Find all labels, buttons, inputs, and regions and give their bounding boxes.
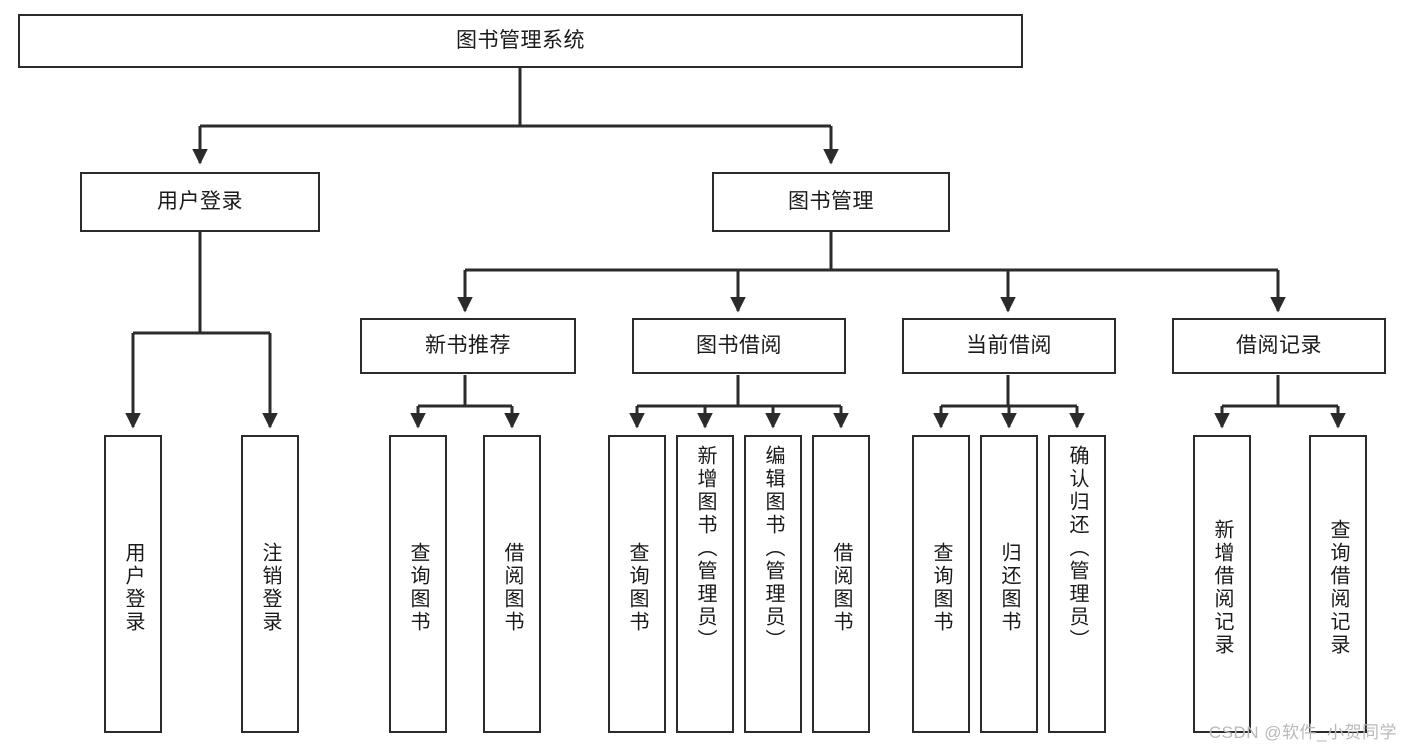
node-current-borrow[interactable]: 当前借阅 <box>902 318 1116 374</box>
node-leaf-query-book-2[interactable]: 查询图书 <box>608 435 666 733</box>
node-leaf-add-record-label: 新增借阅记录 <box>1211 519 1233 657</box>
node-leaf-add-book-label: 新增图书（管理员） <box>694 445 716 652</box>
node-leaf-query-record[interactable]: 查询借阅记录 <box>1309 435 1367 733</box>
node-leaf-logout-label: 注销登录 <box>259 542 281 634</box>
node-leaf-query-book-1[interactable]: 查询图书 <box>389 435 447 733</box>
node-leaf-add-record[interactable]: 新增借阅记录 <box>1193 435 1251 733</box>
node-leaf-confirm-return[interactable]: 确认归还（管理员） <box>1048 435 1106 733</box>
node-book-borrow[interactable]: 图书借阅 <box>632 318 846 374</box>
watermark-text: CSDN @软件_小贺同学 <box>1208 723 1397 742</box>
node-leaf-return-book-label: 归还图书 <box>998 542 1020 634</box>
node-root[interactable]: 图书管理系统 <box>18 14 1023 68</box>
node-leaf-add-book[interactable]: 新增图书（管理员） <box>676 435 734 733</box>
node-leaf-query-book-3-label: 查询图书 <box>930 542 952 634</box>
node-leaf-query-book-2-label: 查询图书 <box>626 542 648 634</box>
node-borrow-record-label: 借阅记录 <box>1236 333 1322 357</box>
node-user-login[interactable]: 用户登录 <box>80 172 320 232</box>
node-leaf-return-book[interactable]: 归还图书 <box>980 435 1038 733</box>
node-leaf-user-login[interactable]: 用户登录 <box>104 435 162 733</box>
node-leaf-confirm-return-label: 确认归还（管理员） <box>1066 445 1088 652</box>
node-leaf-edit-book-label: 编辑图书（管理员） <box>762 445 784 652</box>
node-leaf-borrow-book-2-label: 借阅图书 <box>830 542 852 634</box>
node-borrow-record[interactable]: 借阅记录 <box>1172 318 1386 374</box>
node-leaf-user-login-label: 用户登录 <box>122 542 144 634</box>
node-leaf-borrow-book-1[interactable]: 借阅图书 <box>483 435 541 733</box>
node-new-book-recommend-label: 新书推荐 <box>425 333 511 357</box>
node-book-management[interactable]: 图书管理 <box>712 172 950 232</box>
node-leaf-edit-book[interactable]: 编辑图书（管理员） <box>744 435 802 733</box>
node-book-borrow-label: 图书借阅 <box>696 333 782 357</box>
node-leaf-query-book-1-label: 查询图书 <box>407 542 429 634</box>
node-new-book-recommend[interactable]: 新书推荐 <box>360 318 576 374</box>
node-book-management-label: 图书管理 <box>788 189 874 213</box>
node-leaf-logout[interactable]: 注销登录 <box>241 435 299 733</box>
node-current-borrow-label: 当前借阅 <box>966 333 1052 357</box>
node-leaf-query-book-3[interactable]: 查询图书 <box>912 435 970 733</box>
node-user-login-label: 用户登录 <box>157 189 243 213</box>
node-leaf-borrow-book-1-label: 借阅图书 <box>501 542 523 634</box>
node-leaf-query-record-label: 查询借阅记录 <box>1327 519 1349 657</box>
node-root-label: 图书管理系统 <box>456 28 585 52</box>
node-leaf-borrow-book-2[interactable]: 借阅图书 <box>812 435 870 733</box>
